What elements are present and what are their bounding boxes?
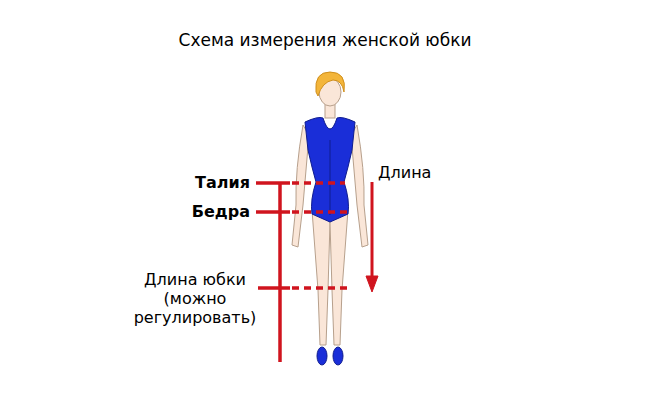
- waist-label: Талия: [195, 173, 250, 192]
- skirt-length-label: Длина юбки (можно регулировать): [118, 270, 272, 327]
- length-arrow: [371, 182, 374, 280]
- length-dash: [292, 286, 348, 290]
- hip-dash: [292, 210, 348, 214]
- diagram-title: Схема измерения женской юбки: [0, 30, 650, 50]
- woman-figure: [292, 72, 368, 365]
- waist-dash: [292, 181, 345, 185]
- arrow-head: [366, 276, 378, 292]
- waist-tick: [256, 181, 290, 185]
- measurement-lines: [256, 182, 378, 362]
- length-tick: [258, 286, 290, 290]
- ruler-line: [278, 183, 282, 362]
- length-label: Длина: [378, 163, 431, 182]
- hip-label: Бедра: [192, 202, 250, 221]
- hip-tick: [256, 210, 290, 214]
